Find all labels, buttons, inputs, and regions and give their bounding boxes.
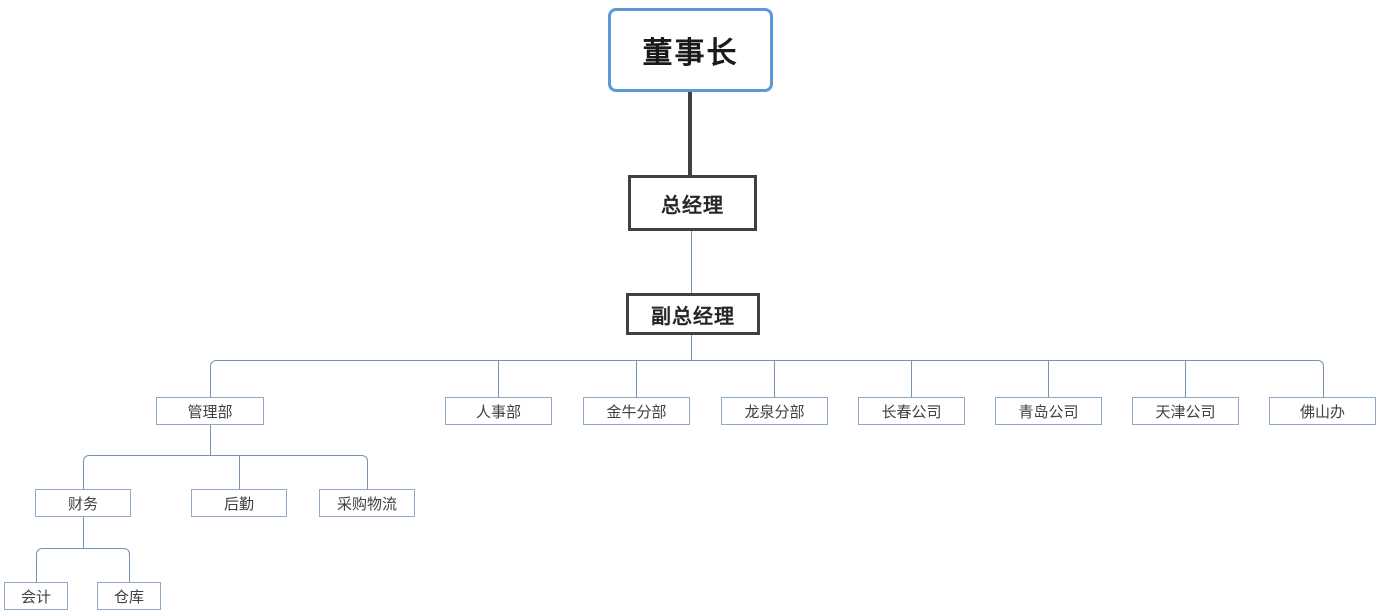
- node-jinniu-branch[interactable]: 金牛分部: [583, 397, 690, 425]
- node-management-dept[interactable]: 管理部: [156, 397, 264, 425]
- node-rear-services[interactable]: 后勤: [191, 489, 287, 517]
- connector-dgm-bus: [691, 335, 692, 360]
- connector-mgmt-bus: [210, 425, 211, 455]
- connector-drop-hr: [498, 360, 499, 397]
- connector-chairman-gm: [688, 91, 692, 175]
- connector-bus-level6: [36, 548, 130, 582]
- node-tianjin-company-label: 天津公司: [1155, 403, 1216, 421]
- node-chairman-label: 董事长: [642, 37, 739, 70]
- node-foshan-office[interactable]: 佛山办: [1269, 397, 1376, 425]
- node-finance-label: 财务: [67, 495, 98, 513]
- connector-bus-level4: [210, 360, 1324, 397]
- node-management-dept-label: 管理部: [187, 403, 233, 421]
- node-purchasing-logistics[interactable]: 采购物流: [319, 489, 415, 517]
- connector-drop-changchun: [911, 360, 912, 397]
- node-deputy-general-manager[interactable]: 副总经理: [626, 293, 760, 335]
- connector-drop-tianjin: [1185, 360, 1186, 397]
- node-finance[interactable]: 财务: [35, 489, 131, 517]
- connector-drop-longquan: [774, 360, 775, 397]
- connector-finance-bus: [83, 517, 84, 548]
- node-warehouse-label: 仓库: [113, 588, 144, 606]
- node-general-manager[interactable]: 总经理: [628, 175, 757, 231]
- connector-gm-dgm: [691, 231, 692, 293]
- node-changchun-company-label: 长春公司: [881, 403, 942, 421]
- node-longquan-branch-label: 龙泉分部: [744, 403, 805, 421]
- connector-drop-jinniu: [636, 360, 637, 397]
- node-longquan-branch[interactable]: 龙泉分部: [721, 397, 828, 425]
- node-general-manager-label: 总经理: [661, 194, 724, 217]
- connector-bus-level5: [83, 455, 368, 489]
- connector-drop-rear-services: [239, 455, 240, 489]
- connector-drop-qingdao: [1048, 360, 1049, 397]
- node-rear-services-label: 后勤: [223, 495, 254, 513]
- node-tianjin-company[interactable]: 天津公司: [1132, 397, 1239, 425]
- node-hr-dept[interactable]: 人事部: [445, 397, 552, 425]
- node-purchasing-logistics-label: 采购物流: [336, 495, 397, 513]
- node-accounting[interactable]: 会计: [4, 582, 68, 610]
- node-accounting-label: 会计: [20, 588, 51, 606]
- node-jinniu-branch-label: 金牛分部: [606, 403, 667, 421]
- node-qingdao-company[interactable]: 青岛公司: [995, 397, 1102, 425]
- node-warehouse[interactable]: 仓库: [97, 582, 161, 610]
- node-foshan-office-label: 佛山办: [1299, 403, 1345, 421]
- node-qingdao-company-label: 青岛公司: [1018, 403, 1079, 421]
- node-chairman[interactable]: 董事长: [608, 8, 773, 92]
- node-changchun-company[interactable]: 长春公司: [858, 397, 965, 425]
- node-deputy-general-manager-label: 副总经理: [651, 305, 735, 328]
- node-hr-dept-label: 人事部: [475, 403, 521, 421]
